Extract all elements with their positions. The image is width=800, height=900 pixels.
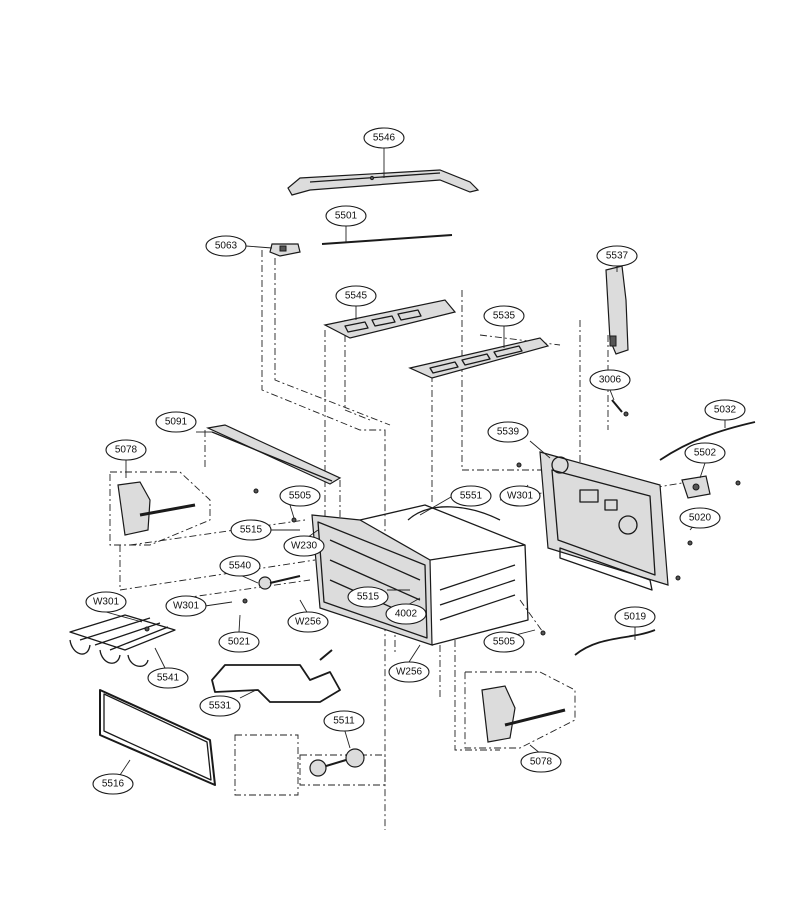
callout-5505-upper: 5505 — [279, 485, 321, 507]
callout-3006: 3006 — [589, 369, 631, 391]
svg-text:5545: 5545 — [345, 291, 368, 302]
callout-5540: 5540 — [219, 555, 261, 577]
svg-text:W256: W256 — [396, 667, 423, 678]
svg-text:5537: 5537 — [606, 251, 629, 262]
gear-5540 — [258, 575, 301, 590]
lamp-5511 — [234, 734, 386, 796]
callout-5501: 5501 — [325, 205, 367, 227]
svg-text:W301: W301 — [93, 597, 120, 608]
callout-5545: 5545 — [335, 285, 377, 307]
svg-text:5063: 5063 — [215, 241, 238, 252]
door-glass-5516 — [99, 689, 216, 786]
svg-text:5515: 5515 — [240, 525, 263, 536]
rail-5091 — [206, 424, 342, 485]
rack-5541 — [69, 614, 176, 667]
svg-text:5516: 5516 — [102, 779, 125, 790]
svg-text:W301: W301 — [173, 601, 200, 612]
svg-text:5546: 5546 — [373, 133, 396, 144]
svg-text:4002: 4002 — [395, 609, 418, 620]
svg-text:5501: 5501 — [335, 211, 358, 222]
callout-5551: 5551 — [450, 485, 492, 507]
svg-text:5531: 5531 — [209, 701, 232, 712]
callout-5531: 5531 — [199, 695, 241, 717]
svg-text:W230: W230 — [291, 541, 318, 552]
back-panel-5539 — [539, 451, 669, 591]
rod-5501 — [321, 234, 453, 245]
svg-text:W256: W256 — [295, 617, 322, 628]
svg-text:W301: W301 — [507, 491, 534, 502]
wire-5032 — [659, 421, 756, 461]
svg-text:5502: 5502 — [694, 448, 717, 459]
callout-5516: 5516 — [92, 773, 134, 795]
svg-text:3006: 3006 — [599, 375, 622, 386]
svg-text:5019: 5019 — [624, 612, 647, 623]
callout-5063: 5063 — [205, 235, 247, 257]
hinge-left-5078 — [109, 471, 211, 546]
callout-5502: 5502 — [684, 442, 726, 464]
plate-5545 — [323, 299, 457, 339]
svg-text:5032: 5032 — [714, 405, 737, 416]
top-bracket-5546 — [287, 169, 480, 196]
heater-5531 — [211, 649, 341, 703]
callout-5541: 5541 — [147, 667, 189, 689]
callout-w301-mid: W301 — [165, 595, 207, 617]
callout-w301-left: W301 — [85, 591, 127, 613]
hinge-right-5078 — [464, 671, 576, 749]
callout-w256-left: W256 — [287, 611, 329, 633]
callout-5020: 5020 — [679, 507, 721, 529]
callout-5546: 5546 — [363, 127, 405, 149]
svg-text:5078: 5078 — [530, 757, 553, 768]
callout-5078-right: 5078 — [520, 751, 562, 773]
callout-5539: 5539 — [487, 421, 529, 443]
svg-text:5540: 5540 — [229, 561, 252, 572]
svg-text:5541: 5541 — [157, 673, 180, 684]
oven-cavity — [311, 504, 529, 646]
svg-text:5021: 5021 — [228, 637, 251, 648]
screws — [144, 462, 741, 636]
callout-w230: W230 — [283, 535, 325, 557]
callout-5535: 5535 — [483, 305, 525, 327]
callout-w301-right: W301 — [499, 485, 541, 507]
callout-5505-lower: 5505 — [483, 631, 525, 653]
vertical-bracket-5537 — [605, 265, 629, 355]
callout-5019: 5019 — [614, 606, 656, 628]
wire-5019 — [574, 629, 656, 656]
switch-5502 — [681, 475, 711, 499]
callout-5091: 5091 — [155, 411, 197, 433]
screw-3006 — [611, 399, 629, 417]
svg-text:5539: 5539 — [497, 427, 520, 438]
svg-text:5515: 5515 — [357, 592, 380, 603]
callout-5032: 5032 — [704, 399, 746, 421]
callout-4002: 4002 — [385, 603, 427, 625]
svg-text:5505: 5505 — [493, 637, 516, 648]
callout-w256-right: W256 — [388, 661, 430, 683]
callout-5515-center: 5515 — [347, 586, 389, 608]
callout-5537: 5537 — [596, 245, 638, 267]
svg-text:5505: 5505 — [289, 491, 312, 502]
svg-text:5535: 5535 — [493, 311, 516, 322]
callout-5511: 5511 — [323, 710, 365, 732]
callout-5021: 5021 — [218, 631, 260, 653]
callout-5515-left: 5515 — [230, 519, 272, 541]
svg-text:5091: 5091 — [165, 417, 188, 428]
clip-5063 — [269, 243, 301, 257]
callout-5078-left: 5078 — [105, 439, 147, 461]
svg-text:5020: 5020 — [689, 513, 712, 524]
callouts: 5546 5501 5063 5537 5545 5535 3006 5032 … — [85, 127, 746, 795]
svg-text:5511: 5511 — [333, 716, 355, 727]
plate-5535 — [408, 337, 550, 379]
svg-text:5078: 5078 — [115, 445, 138, 456]
svg-text:5551: 5551 — [460, 491, 483, 502]
